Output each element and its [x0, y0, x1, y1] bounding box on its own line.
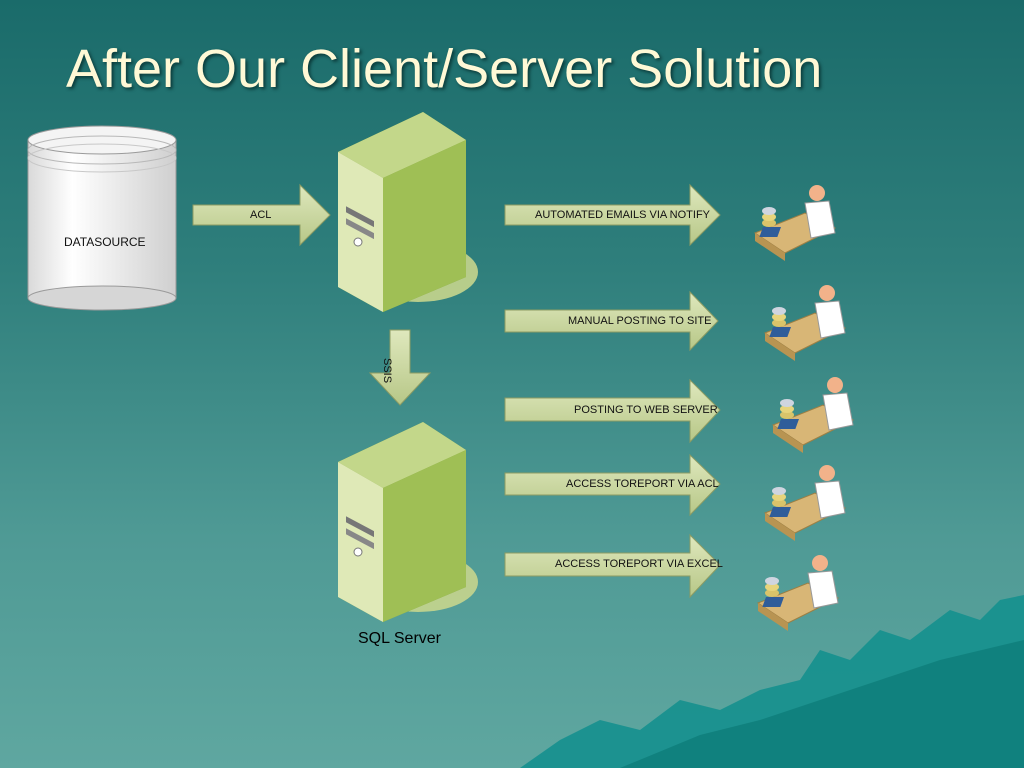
user-desk-icon-5	[756, 555, 840, 631]
output-arrow-1	[504, 183, 721, 247]
output-arrow-3	[504, 378, 721, 444]
user-desk-icon-3	[771, 377, 855, 453]
output-label-5: ACCESS TOREPORT VIA EXCEL	[555, 558, 723, 570]
slide-title: After Our Client/Server Solution	[66, 39, 823, 99]
output-arrow-5	[504, 533, 721, 599]
datasource-label: DATASOURCE	[64, 235, 146, 249]
acl-arrow	[192, 183, 331, 247]
mountain-decoration-back	[620, 640, 1024, 768]
sql-server-icon	[338, 422, 478, 622]
output-arrow-2	[504, 290, 719, 352]
user-desk-icon-2	[763, 285, 847, 361]
ssis-arrow	[368, 329, 432, 406]
output-label-4: ACCESS TOREPORT VIA ACL	[566, 478, 719, 490]
sql-server-label: SQL Server	[358, 630, 441, 647]
acl-label: ACL	[250, 209, 272, 221]
output-label-1: AUTOMATED EMAILS VIA NOTIFY	[535, 209, 711, 221]
output-label-2: MANUAL POSTING TO SITE	[568, 315, 712, 327]
user-desk-icon-4	[763, 465, 847, 541]
output-label-3: POSTING TO WEB SERVER	[574, 404, 718, 416]
user-desk-icon-1	[753, 185, 837, 261]
output-arrow-4	[504, 453, 721, 517]
ssis-label: SSIS	[381, 358, 393, 384]
datasource-cylinder	[27, 125, 177, 311]
app-server-icon	[338, 112, 478, 312]
